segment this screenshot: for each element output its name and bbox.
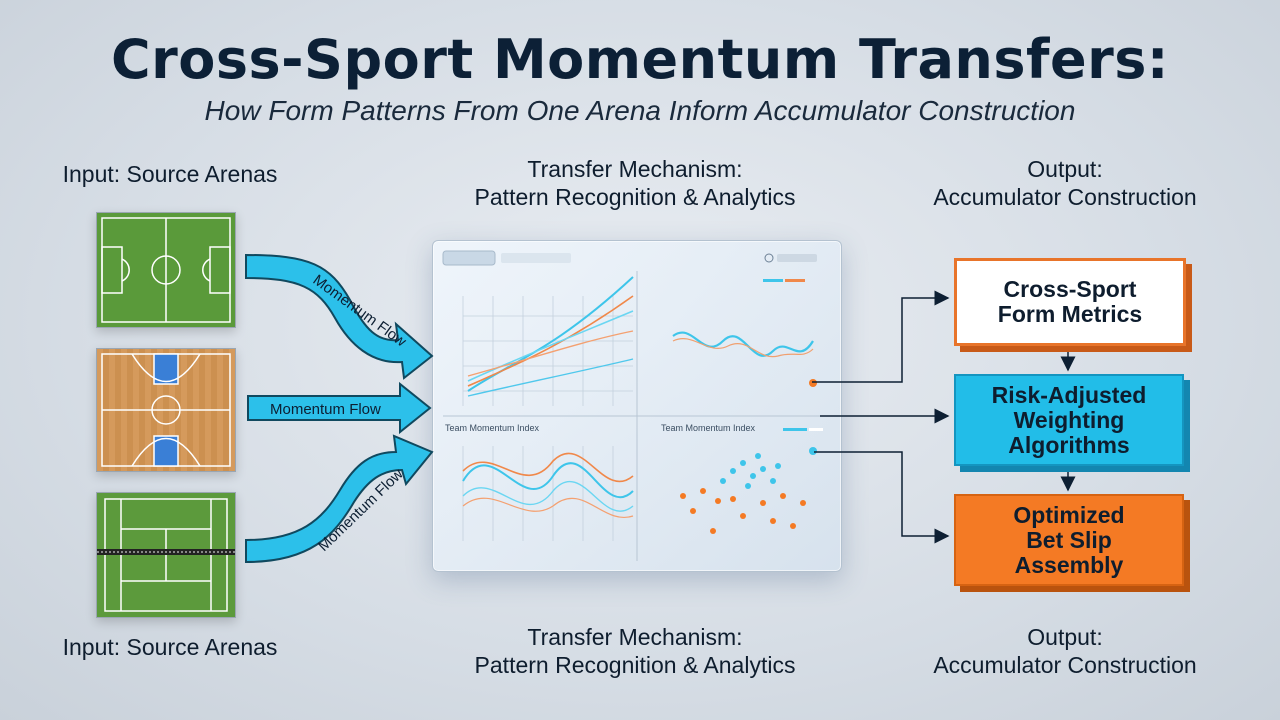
connector-to-assembly (814, 451, 950, 544)
connector-to-metrics (812, 290, 950, 383)
analytics-dashboard-panel: Team Momentum Index Team Momentum Index (432, 240, 842, 572)
soccer-pitch-icon (96, 212, 236, 328)
input-header-bottom: Input: Source Arenas (62, 634, 278, 660)
chart-title-bottom-left: Team Momentum Index (445, 423, 540, 433)
mechanism-header-top: Transfer Mechanism: Pattern Recognition … (474, 156, 796, 210)
cross-sport-form-metrics-box: Cross-Sport Form Metrics (954, 258, 1186, 346)
momentum-arrow-bottom (245, 434, 434, 564)
chart-title-bottom-right: Team Momentum Index (661, 423, 756, 433)
arrow-label-middle: Momentum Flow (270, 401, 381, 418)
risk-adjusted-weighting-box: Risk-Adjusted Weighting Algorithms (954, 374, 1184, 466)
mechanism-header-bottom: Transfer Mechanism: Pattern Recognition … (474, 624, 796, 678)
subtitle: How Form Patterns From One Arena Inform … (204, 95, 1076, 126)
input-header-top: Input: Source Arenas (62, 161, 278, 187)
momentum-arrow-top (245, 253, 434, 380)
optimized-bet-slip-box: Optimized Bet Slip Assembly (954, 494, 1184, 586)
output-header-top: Output: Accumulator Construction (933, 156, 1197, 210)
output-header-bottom: Output: Accumulator Construction (933, 624, 1197, 678)
basketball-court-icon (96, 348, 236, 472)
tennis-court-icon (96, 492, 236, 618)
momentum-arrow-middle (247, 381, 432, 435)
main-title: Cross-Sport Momentum Transfers: (111, 28, 1169, 91)
